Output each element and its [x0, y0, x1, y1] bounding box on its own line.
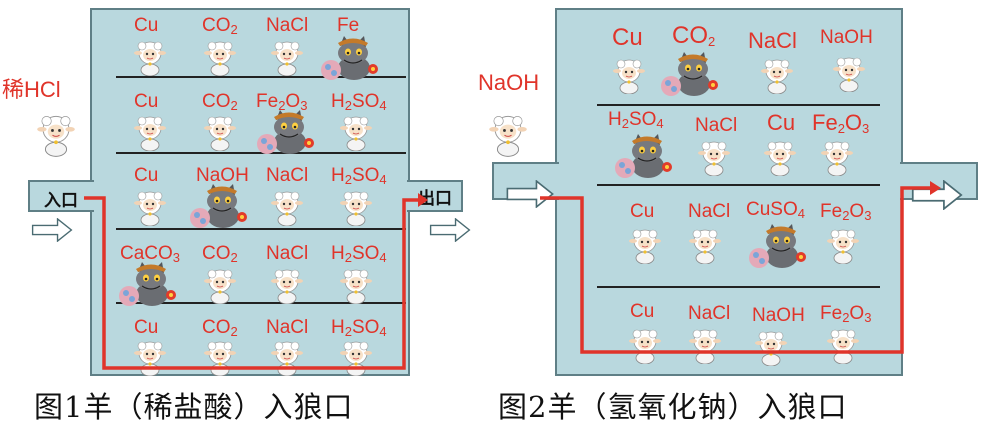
fig1-reagent-label: 稀HCl — [2, 77, 61, 102]
fig1-r2-co2: CO2 — [202, 91, 238, 113]
fig2-r4-naoh: NaOH — [752, 305, 805, 326]
fig1-caption: 图1羊（稀盐酸）入狼口 — [34, 390, 354, 424]
fig1-row-divider — [116, 76, 406, 78]
fig2-sheep-icon — [688, 326, 722, 364]
fig2-r1-cu: Cu — [612, 24, 643, 51]
fig1-r5-co2: CO2 — [202, 317, 238, 339]
fig2-sheep-icon — [820, 138, 854, 176]
fig1-exit-label: 出口 — [418, 189, 452, 209]
fig1-sheep-icon — [270, 266, 304, 304]
fig1-sheep-icon — [270, 188, 304, 226]
fig2-r1-nacl: NaCl — [748, 28, 797, 53]
fig2-r3-fe2o3: Fe2O3 — [820, 201, 872, 223]
fig1-sheep-icon — [270, 338, 304, 376]
fig2-row-divider — [597, 104, 880, 106]
fig2-r3-nacl: NaCl — [688, 201, 731, 222]
fig2-sheep-icon — [763, 138, 797, 176]
fig2-r2-fe2o3: Fe2O3 — [812, 110, 870, 136]
fig2-exit-arrow-icon — [905, 180, 969, 210]
fig2-r2-h2so4: H2SO4 — [608, 109, 664, 131]
fig1-r2-fe2o3: Fe2O3 — [256, 91, 308, 113]
fig1-r2-h2so4: H2SO4 — [331, 91, 387, 113]
fig2-sheep-icon — [688, 226, 722, 264]
fig1-r1-cu: Cu — [134, 15, 159, 36]
fig2-r2-nacl: NaCl — [695, 115, 738, 136]
fig2-sheep-icon — [754, 328, 788, 366]
fig1-r3-nacl: NaCl — [266, 165, 309, 186]
fig1-row-divider — [116, 228, 406, 230]
fig2-sheep-icon — [832, 54, 866, 92]
fig2-r3-cu: Cu — [630, 201, 655, 222]
fig1-r1-fe: Fe — [337, 15, 360, 36]
fig1-r5-h2so4: H2SO4 — [331, 317, 387, 339]
fig1-sheep-icon — [339, 188, 373, 226]
fig1-r2-cu: Cu — [134, 91, 159, 112]
fig1-wolf-icon — [118, 260, 178, 308]
fig1-r4-co2: CO2 — [202, 243, 238, 265]
fig2-sheep-icon — [826, 226, 860, 264]
fig1-r1-co2: CO2 — [202, 15, 238, 37]
fig1-sheep-icon — [339, 266, 373, 304]
fig1-row-divider — [116, 152, 406, 154]
fig1-sheep-icon — [203, 113, 237, 151]
fig1-exit-arrow-icon — [428, 218, 472, 242]
fig2-wolf-icon — [748, 222, 808, 270]
fig2-row-divider — [597, 286, 880, 288]
fig1-sheep-icon — [133, 113, 167, 151]
fig2-r4-cu: Cu — [630, 301, 655, 322]
fig1-r5-nacl: NaCl — [266, 317, 309, 338]
fig2-sheep-icon — [628, 326, 662, 364]
fig2-sheep-icon — [760, 56, 794, 94]
fig1-reagent-sheep-icon — [36, 110, 76, 158]
fig2-r3-cuso4: CuSO4 — [746, 199, 805, 221]
fig2-wolf-icon — [614, 132, 674, 180]
fig1-r4-nacl: NaCl — [266, 243, 309, 264]
fig2-sheep-icon — [612, 56, 646, 94]
fig2-r2-cu: Cu — [767, 110, 796, 135]
fig1-wolf-icon — [256, 108, 316, 156]
fig2-r1-naoh: NaOH — [820, 27, 873, 48]
fig2-r4-nacl: NaCl — [688, 303, 731, 324]
fig1-r1-nacl: NaCl — [266, 15, 309, 36]
fig2-sheep-icon — [628, 226, 662, 264]
fig2-sheep-icon — [697, 138, 731, 176]
fig1-wolf-icon — [189, 182, 249, 230]
fig1-sheep-icon — [203, 338, 237, 376]
fig1-wolf-icon — [320, 34, 380, 82]
fig1-sheep-icon — [133, 38, 167, 76]
fig1-sheep-icon — [133, 188, 167, 226]
fig2-wolf-icon — [660, 50, 720, 98]
fig1-entry-label: 入口 — [44, 191, 78, 211]
fig1-entry-corridor — [28, 180, 94, 212]
fig1-sheep-icon — [339, 338, 373, 376]
fig1-r3-cu: Cu — [134, 165, 159, 186]
fig1-sheep-icon — [339, 113, 373, 151]
fig1-r3-naoh: NaOH — [196, 165, 249, 186]
fig1-sheep-icon — [270, 38, 304, 76]
fig2-r1-co2: CO2 — [672, 22, 716, 49]
fig1-sheep-icon — [203, 266, 237, 304]
fig1-sheep-icon — [203, 38, 237, 76]
fig2-caption: 图2羊（氢氧化钠）入狼口 — [498, 390, 848, 424]
fig2-row-divider — [597, 184, 880, 186]
fig2-reagent-label: NaOH — [478, 70, 540, 95]
fig2-reagent-sheep-icon — [488, 110, 528, 158]
fig1-r5-cu: Cu — [134, 317, 159, 338]
fig1-entry-arrow-icon — [30, 218, 74, 242]
fig1-sheep-icon — [133, 338, 167, 376]
fig1-r3-h2so4: H2SO4 — [331, 165, 387, 187]
fig1-r4-h2so4: H2SO4 — [331, 243, 387, 265]
fig2-r4-fe2o3: Fe2O3 — [820, 303, 872, 325]
fig2-sheep-icon — [826, 326, 860, 364]
fig2-entry-arrow-icon — [505, 180, 555, 208]
